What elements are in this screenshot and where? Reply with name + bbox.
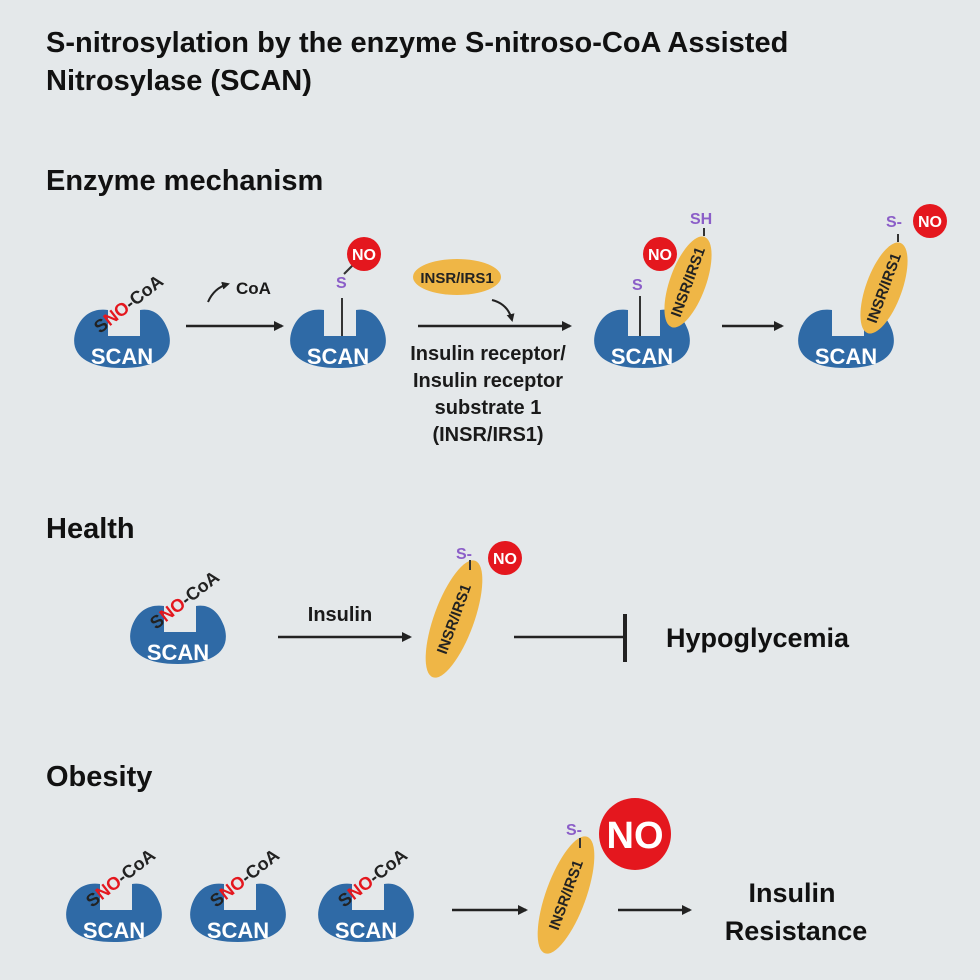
scan-label: SCAN — [307, 344, 369, 369]
sno-coa-suffix-label: -CoA — [365, 845, 411, 887]
obesity-scan-with-sno-coa-2: SCAN SNO-CoA — [190, 845, 286, 943]
scan-enzyme-s-nitrosylated: SCAN S NO — [290, 237, 386, 369]
insr-irs1-substrate: INSR/IRS1 — [413, 259, 501, 295]
large-no-group-label: NO — [607, 815, 664, 857]
sno-coa-suffix-label: -CoA — [237, 845, 283, 887]
s-dash-label: S- — [886, 214, 902, 231]
no-group-badge — [488, 541, 522, 575]
obesity-scan-with-sno-coa-3: SCAN SNO-CoA — [318, 845, 414, 943]
s-dash-label: S- — [456, 546, 472, 563]
sno-coa-suffix-label: -CoA — [177, 567, 223, 609]
diagram-title-line-2: Nitrosylase (SCAN) — [46, 65, 312, 97]
insulin-label: Insulin — [308, 604, 372, 626]
section-title-health: Health — [46, 513, 135, 545]
scan-label: SCAN — [335, 918, 397, 943]
large-no-group-badge — [599, 798, 671, 870]
insr-irs1-oval — [664, 236, 712, 328]
hypoglycemia-label: Hypoglycemia — [666, 623, 850, 653]
insr-caption-line-3: substrate 1 — [435, 397, 542, 419]
s-dash-label: S- — [566, 822, 582, 839]
scan-label: SCAN — [91, 344, 153, 369]
scan-label: SCAN — [815, 344, 877, 369]
obesity-nitrosylated-insr: INSR/IRS1 S- NO — [537, 798, 671, 954]
insr-irs1-oval — [537, 836, 595, 954]
scan-enzyme-with-sno-coa: SCAN SNO-CoA — [74, 271, 170, 369]
health-nitrosylated-insr: INSR/IRS1 S- NO — [425, 541, 522, 678]
scan-label: SCAN — [207, 918, 269, 943]
thiol-sh-label: SH — [690, 211, 712, 228]
sno-coa-suffix-label: -CoA — [121, 271, 167, 313]
no-group-label: NO — [918, 214, 942, 231]
coa-release-arrow — [207, 281, 230, 303]
sulfur-label: S — [336, 275, 347, 292]
section-title-obesity: Obesity — [46, 761, 152, 793]
insr-caption-line-1: Insulin receptor/ — [410, 343, 566, 365]
health-scan-with-sno-coa: SCAN SNO-CoA — [130, 567, 226, 665]
insulin-resistance-line-2: Resistance — [725, 916, 868, 946]
no-group-label: NO — [648, 247, 672, 264]
no-group-badge — [347, 237, 381, 271]
insr-caption-line-4: (INSR/IRS1) — [432, 424, 543, 446]
insr-irs1-oval — [413, 259, 501, 295]
scan-label: SCAN — [83, 918, 145, 943]
scan-label: SCAN — [147, 640, 209, 665]
obesity-scan-with-sno-coa-1: SCAN SNO-CoA — [66, 845, 162, 943]
insr-irs1-oval — [425, 560, 483, 678]
scan-enzyme-nitrosylated-insr: INSR/IRS1 S- NO SCAN — [798, 204, 947, 369]
insr-caption-line-2: Insulin receptor — [413, 370, 563, 392]
no-group-label: NO — [493, 551, 517, 568]
insr-irs1-label: INSR/IRS1 — [420, 270, 493, 287]
no-group-label: NO — [352, 247, 376, 264]
scan-label: SCAN — [611, 344, 673, 369]
sno-coa-suffix-label: -CoA — [113, 845, 159, 887]
insr-irs1-oval — [860, 242, 908, 334]
section-title-enzyme-mechanism: Enzyme mechanism — [46, 165, 323, 197]
insulin-resistance-line-1: Insulin — [749, 878, 836, 908]
no-group-badge — [913, 204, 947, 238]
diagram-title-line-1: S-nitrosylation by the enzyme S-nitroso-… — [46, 27, 788, 59]
coa-release-label: CoA — [236, 279, 271, 298]
scan-enzyme-insr-complex: S NO INSR/IRS1 SH SCAN — [594, 211, 712, 369]
substrate-binding-arrow — [491, 299, 515, 322]
sulfur-label: S — [632, 277, 643, 294]
no-group-badge — [643, 237, 677, 271]
